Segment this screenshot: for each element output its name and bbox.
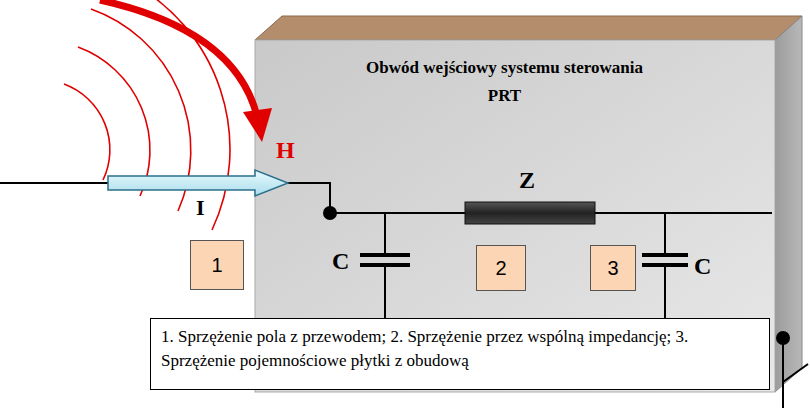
current-arrow	[108, 170, 288, 196]
callout-number: 2	[495, 258, 506, 278]
caption-box: 1. Sprzężenie pola z przewodem; 2. Sprzę…	[150, 318, 770, 390]
junction-dot	[323, 206, 337, 220]
field-label: H	[276, 138, 295, 162]
callout-box: 1	[190, 240, 244, 290]
ground-wire	[782, 338, 784, 408]
field-arrowhead	[243, 108, 272, 142]
ground-symbol	[777, 332, 808, 408]
enclosure-side	[775, 16, 802, 392]
impedance-label: Z	[519, 168, 535, 192]
capacitor-plate	[642, 253, 688, 257]
callout-number: 1	[211, 255, 222, 275]
caption-text: 1. Sprzężenie pola z przewodem; 2. Sprzę…	[161, 325, 759, 373]
capacitor-lead	[384, 213, 386, 255]
capacitor-plate	[360, 253, 410, 257]
field-lines	[64, 0, 230, 230]
capacitor-label: C	[332, 249, 349, 273]
impedance-symbol	[465, 202, 595, 224]
capacitor-label: C	[694, 254, 711, 278]
capacitor-lead	[664, 213, 666, 255]
field-line	[78, 47, 150, 196]
field-arrow	[100, 0, 257, 116]
current-label: I	[196, 197, 205, 219]
field-line	[130, 0, 230, 230]
ground-wire	[783, 364, 808, 382]
field-line	[64, 84, 110, 180]
enclosure-top	[255, 16, 802, 40]
callout-number: 3	[607, 258, 618, 278]
callout-box: 2	[476, 245, 526, 291]
enclosure-title: Obwód wejściowy systemu sterowania PRT	[352, 54, 657, 110]
callout-box: 3	[590, 245, 636, 291]
capacitor-symbol	[642, 213, 688, 330]
capacitor-symbol	[360, 213, 410, 330]
